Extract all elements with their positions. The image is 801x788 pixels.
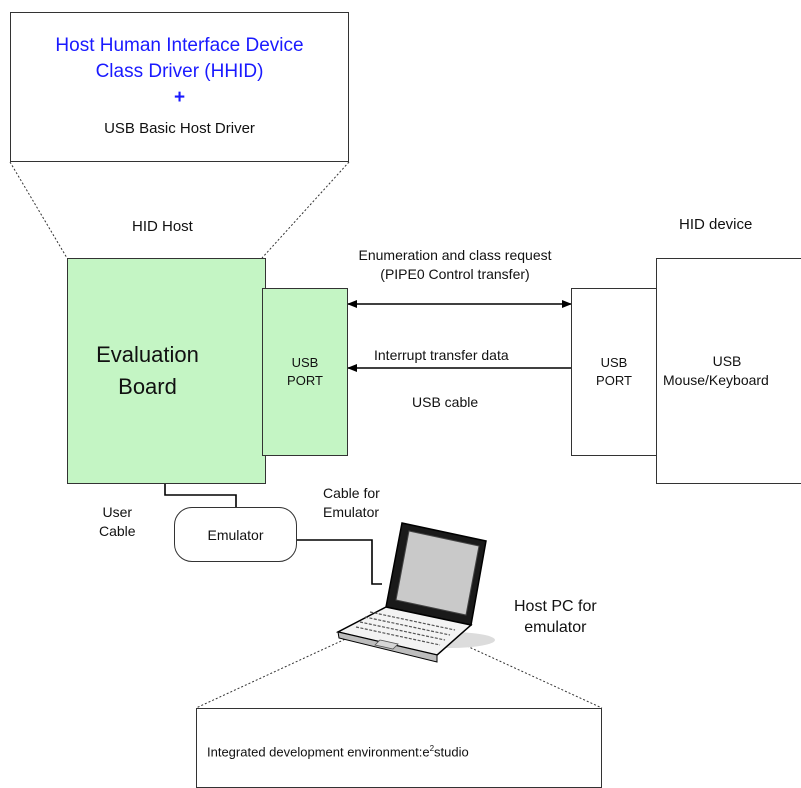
cable-for-emulator-label: Cable for Emulator [323, 484, 380, 522]
device-line1: USB [712, 353, 742, 369]
host-usb-port: USB PORT [262, 288, 348, 456]
host-usb-port-line2: PORT [287, 373, 323, 388]
evaluation-board-line2: Board [118, 374, 177, 399]
user-cable-label: User Cable [99, 503, 136, 541]
driver-title-line2: Class Driver (HHID) [95, 61, 264, 82]
evaluation-board-line1: Evaluation [96, 342, 199, 367]
emulator-box: Emulator [174, 507, 297, 562]
enumeration-label-line1: Enumeration and class request [358, 247, 552, 263]
zoom-line-bottom-left [195, 635, 353, 709]
host-driver-box: Host Human Interface Device Class Driver… [10, 12, 349, 162]
device-line2: Mouse/Keyboard [663, 372, 769, 388]
driver-basic-label: USB Basic Host Driver [104, 120, 255, 137]
device-usb-port-line2: PORT [596, 373, 632, 388]
host-pc-line1: Host PC for [514, 598, 597, 615]
zoom-line-top-right [261, 161, 350, 259]
evaluation-board: Evaluation Board [67, 258, 266, 484]
hid-device-label: HID device [679, 216, 753, 233]
user-cable-line1: User [102, 504, 133, 520]
enumeration-label-line2: (PIPE0 Control transfer) [380, 266, 530, 282]
host-pc-label: Host PC for emulator [514, 596, 597, 638]
hid-host-label: HID Host [132, 218, 193, 235]
laptop-icon [335, 522, 495, 663]
host-pc-line2: emulator [524, 619, 587, 636]
ide-box: Integrated development environment:e2stu… [196, 708, 602, 788]
emulator-label: Emulator [207, 526, 264, 543]
user-cable-line [164, 483, 237, 507]
ide-label-superscript: 2 [429, 744, 435, 753]
device-usb-port-line1: USB [600, 355, 628, 370]
ide-label: Integrated development environment:e2stu… [207, 739, 469, 761]
cable-for-emulator-line1: Cable for [323, 485, 380, 501]
ide-label-prefix: Integrated development environment:e [207, 744, 430, 760]
device-usb-port: USB PORT [571, 288, 657, 456]
zoom-line-bottom-right [444, 635, 603, 709]
user-cable-line2: Cable [99, 523, 136, 539]
usb-cable-label: USB cable [412, 394, 479, 410]
plus-sign: + [173, 87, 186, 108]
enumeration-label: Enumeration and class request (PIPE0 Con… [330, 246, 580, 284]
emulator-cable-line [297, 539, 382, 585]
zoom-line-top-left [9, 161, 68, 259]
host-usb-port-line1: USB [291, 355, 319, 370]
interrupt-label: Interrupt transfer data [374, 347, 509, 363]
driver-title-line1: Host Human Interface Device [55, 35, 304, 56]
cable-for-emulator-line2: Emulator [323, 504, 380, 520]
ide-label-suffix: studio [434, 744, 469, 760]
usb-mouse-keyboard-device: USB Mouse/Keyboard [656, 258, 801, 484]
